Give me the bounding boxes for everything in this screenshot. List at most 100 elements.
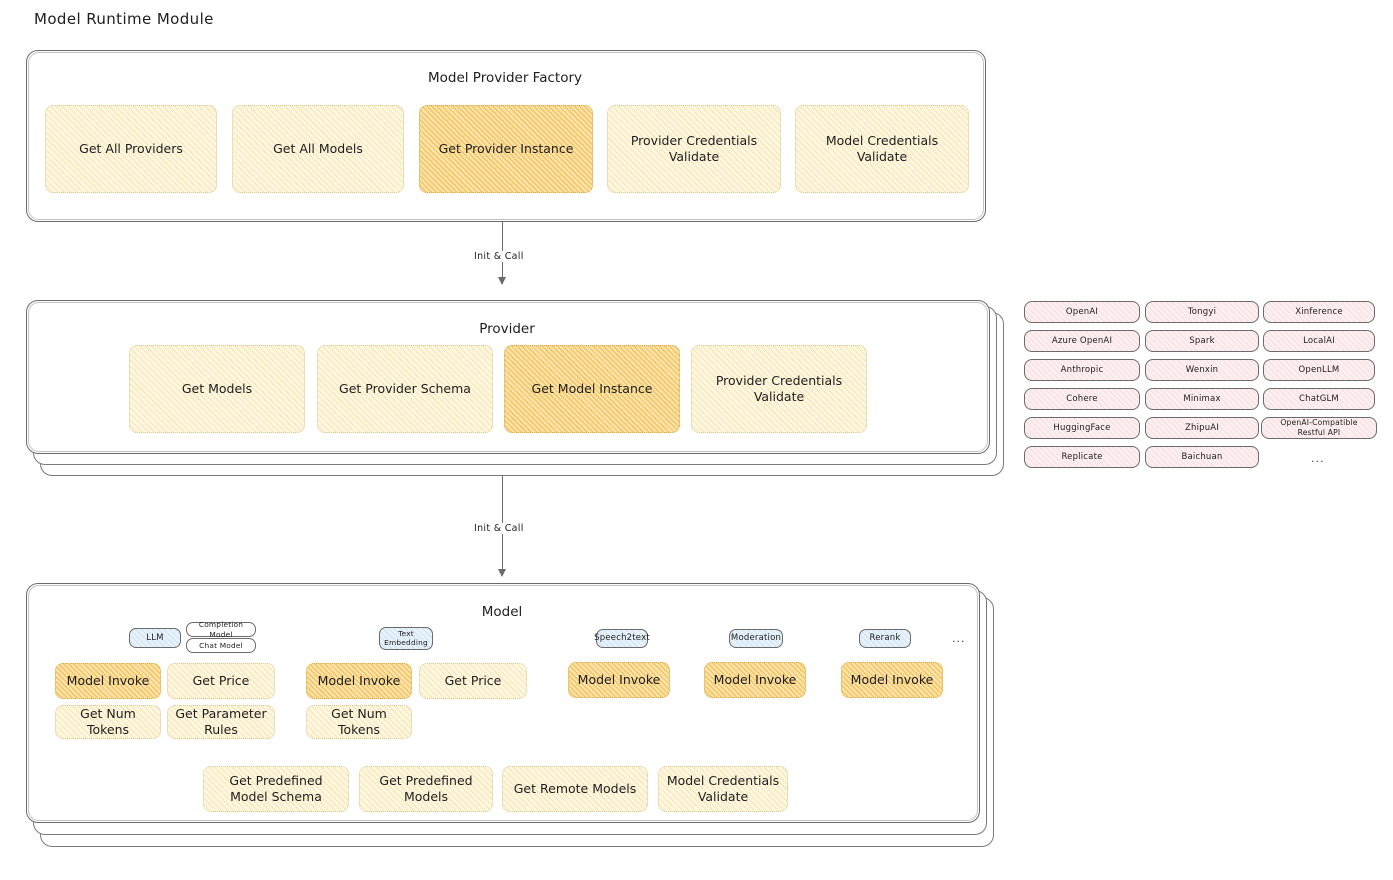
provider-chip-label: Replicate <box>1061 451 1103 462</box>
llm-op-get-parameter-rules[interactable]: Get Parameter Rules <box>167 705 275 739</box>
model-type-tag-label: Speech2text <box>594 633 650 644</box>
provider-chip-localai[interactable]: LocalAI <box>1263 330 1375 352</box>
factory-item-label: Model Credentials Validate <box>825 133 939 164</box>
provider-chip-label: OpenAI-Compatible Restful API <box>1280 418 1358 437</box>
model-type-tag-label: Text Embedding <box>384 628 428 647</box>
shared-op-get-remote-models[interactable]: Get Remote Models <box>502 766 648 812</box>
model-type-tag-label: Moderation <box>730 633 782 644</box>
provider-chip-openai[interactable]: OpenAI <box>1024 301 1140 323</box>
factory-item-get-all-models[interactable]: Get All Models <box>232 105 404 193</box>
llm-op-model-invoke[interactable]: Model Invoke <box>55 663 161 699</box>
provider-chip-label: Xinference <box>1295 306 1343 317</box>
op-label: Model Invoke <box>66 673 150 688</box>
text-embedding-op-get-price[interactable]: Get Price <box>419 663 527 699</box>
op-label: Get Predefined Model Schema <box>229 773 323 804</box>
provider-chip-label: Anthropic <box>1060 364 1104 375</box>
provider-chip-tongyi[interactable]: Tongyi <box>1145 301 1259 323</box>
op-label: Model Invoke <box>317 673 401 688</box>
model-title: Model <box>481 604 523 620</box>
model-type-tag-label: Rerank <box>869 633 901 644</box>
llm-op-get-price[interactable]: Get Price <box>167 663 275 699</box>
op-label: Get Remote Models <box>513 781 637 796</box>
factory-item-model-credentials-validate[interactable]: Model Credentials Validate <box>795 105 969 193</box>
provider-chip-chatglm[interactable]: ChatGLM <box>1263 388 1375 410</box>
provider-chip-spark[interactable]: Spark <box>1145 330 1259 352</box>
provider-chip-label: Spark <box>1189 335 1215 346</box>
provider-list-ellipsis: ... <box>1311 452 1325 465</box>
provider-item-get-model-instance[interactable]: Get Model Instance <box>504 345 680 433</box>
op-label: Get Price <box>444 673 502 688</box>
model-card <box>26 583 980 823</box>
provider-chip-label: Tongyi <box>1187 306 1217 317</box>
provider-title: Provider <box>479 321 535 337</box>
factory-item-provider-credentials-validate[interactable]: Provider Credentials Validate <box>607 105 781 193</box>
model-subtag-chat-model[interactable]: Chat Model <box>186 638 256 653</box>
text-embedding-op-get-num-tokens[interactable]: Get Num Tokens <box>306 705 412 739</box>
provider-chip-cohere[interactable]: Cohere <box>1024 388 1140 410</box>
llm-op-get-num-tokens[interactable]: Get Num Tokens <box>55 705 161 739</box>
model-type-tag-moderation[interactable]: Moderation <box>729 629 783 648</box>
provider-chip-label: Cohere <box>1066 393 1098 404</box>
factory-item-get-all-providers[interactable]: Get All Providers <box>45 105 217 193</box>
provider-item-get-models[interactable]: Get Models <box>129 345 305 433</box>
provider-chip-baichuan[interactable]: Baichuan <box>1145 446 1259 468</box>
provider-item-label: Get Models <box>181 381 253 396</box>
arrow-factory-to-provider-head <box>498 277 506 285</box>
provider-chip-label: Wenxin <box>1185 364 1219 375</box>
shared-op-get-predefined-model-schema[interactable]: Get Predefined Model Schema <box>203 766 349 812</box>
model-provider-factory-title: Model Provider Factory <box>427 70 582 86</box>
provider-chip-azure-openai[interactable]: Azure OpenAI <box>1024 330 1140 352</box>
op-label: Model Credentials Validate <box>666 773 780 804</box>
factory-item-label: Get All Models <box>273 141 363 156</box>
model-type-tag-rerank[interactable]: Rerank <box>859 629 911 648</box>
provider-chip-xinference[interactable]: Xinference <box>1263 301 1375 323</box>
op-label: Get Parameter Rules <box>175 706 267 737</box>
factory-item-label: Provider Credentials Validate <box>630 133 758 164</box>
op-label: Model Invoke <box>577 672 661 687</box>
model-subtag-label: Chat Model <box>199 640 243 650</box>
provider-chip-replicate[interactable]: Replicate <box>1024 446 1140 468</box>
model-type-tag-text-embedding[interactable]: Text Embedding <box>379 627 433 650</box>
provider-chip-openai-compatible-restful-api[interactable]: OpenAI-Compatible Restful API <box>1261 417 1377 439</box>
op-label: Model Invoke <box>713 672 797 687</box>
shared-op-model-credentials-validate[interactable]: Model Credentials Validate <box>658 766 788 812</box>
provider-chip-label: LocalAI <box>1303 335 1335 346</box>
op-label: Get Num Tokens <box>331 706 387 737</box>
speech2text-op-model-invoke[interactable]: Model Invoke <box>568 662 670 698</box>
provider-chip-label: OpenAI <box>1065 306 1099 317</box>
provider-chip-label: ZhipuAI <box>1184 422 1220 433</box>
model-type-tag-llm[interactable]: LLM <box>129 628 181 648</box>
provider-chip-label: ChatGLM <box>1299 393 1339 404</box>
arrow-provider-to-model-head <box>498 569 506 577</box>
rerank-op-model-invoke[interactable]: Model Invoke <box>841 662 943 698</box>
moderation-op-model-invoke[interactable]: Model Invoke <box>704 662 806 698</box>
arrow-provider-to-model-label: Init & Call <box>470 523 528 534</box>
op-label: Get Predefined Models <box>379 773 473 804</box>
provider-chip-huggingface[interactable]: HuggingFace <box>1024 417 1140 439</box>
provider-chip-zhipuai[interactable]: ZhipuAI <box>1145 417 1259 439</box>
provider-chip-anthropic[interactable]: Anthropic <box>1024 359 1140 381</box>
provider-chip-minimax[interactable]: Minimax <box>1145 388 1259 410</box>
shared-op-get-predefined-models[interactable]: Get Predefined Models <box>359 766 493 812</box>
op-label: Model Invoke <box>850 672 934 687</box>
provider-chip-label: OpenLLM <box>1298 364 1340 375</box>
text-embedding-op-model-invoke[interactable]: Model Invoke <box>306 663 412 699</box>
op-label: Get Num Tokens <box>80 706 136 737</box>
provider-item-label: Get Model Instance <box>531 381 653 396</box>
provider-chip-label: Minimax <box>1183 393 1221 404</box>
provider-item-get-provider-schema[interactable]: Get Provider Schema <box>317 345 493 433</box>
model-subtag-label: Completion Model <box>198 620 244 639</box>
provider-chip-label: Azure OpenAI <box>1051 335 1113 346</box>
provider-chip-label: Baichuan <box>1181 451 1223 462</box>
provider-item-provider-credentials-validate[interactable]: Provider Credentials Validate <box>691 345 867 433</box>
model-subtag-completion-model[interactable]: Completion Model <box>186 620 256 639</box>
provider-chip-label: HuggingFace <box>1053 422 1111 433</box>
model-type-tag-speech2text[interactable]: Speech2text <box>594 629 650 648</box>
factory-item-label: Get Provider Instance <box>438 141 574 156</box>
provider-item-label: Get Provider Schema <box>339 381 471 396</box>
provider-chip-openllm[interactable]: OpenLLM <box>1263 359 1375 381</box>
provider-item-label: Provider Credentials Validate <box>715 373 843 404</box>
factory-item-get-provider-instance[interactable]: Get Provider Instance <box>419 105 593 193</box>
provider-chip-wenxin[interactable]: Wenxin <box>1145 359 1259 381</box>
